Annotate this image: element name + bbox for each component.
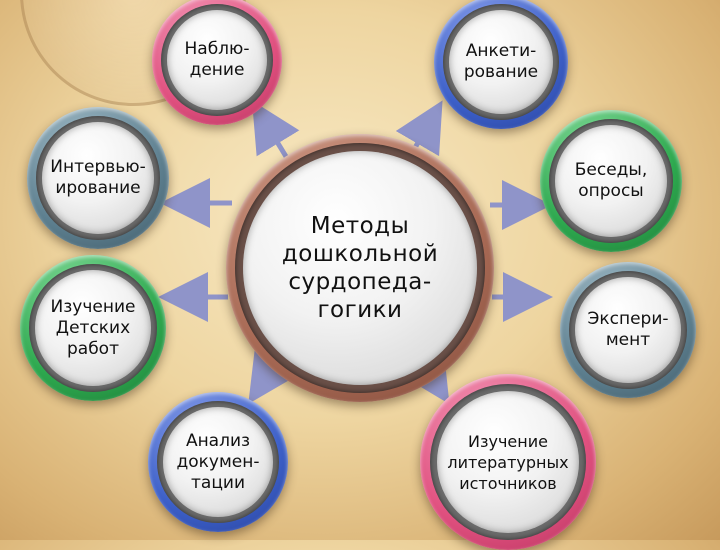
documents-label: Анализ докумен- тации [176,430,260,493]
experiment-label: Экспери- мент [587,309,669,350]
conversations-label: Беседы, опросы [574,160,648,201]
center-label: Методы дошкольной сурдопеда- гогики [281,213,439,323]
node-experiment: Экспери- мент [560,262,696,398]
center-node: Методы дошкольной сурдопеда- гогики [226,134,494,402]
children-works-label: Изучение Детских работ [50,296,136,359]
node-children-works: Изучение Детских работ [20,255,166,401]
node-observation: Наблю- дение [152,0,282,125]
observation-label: Наблю- дение [184,39,250,80]
interviewing-label: Интервью- ирование [50,157,146,198]
literature-label: Изучение литературных источников [447,431,569,493]
node-documents: Анализ докумен- тации [148,392,288,532]
node-conversations: Беседы, опросы [540,110,682,252]
questionnaire-label: Анкети- рование [463,41,539,82]
node-literature: Изучение литературных источников [420,374,596,550]
node-questionnaire: Анкети- рование [434,0,568,129]
node-interviewing: Интервью- ирование [27,107,169,249]
